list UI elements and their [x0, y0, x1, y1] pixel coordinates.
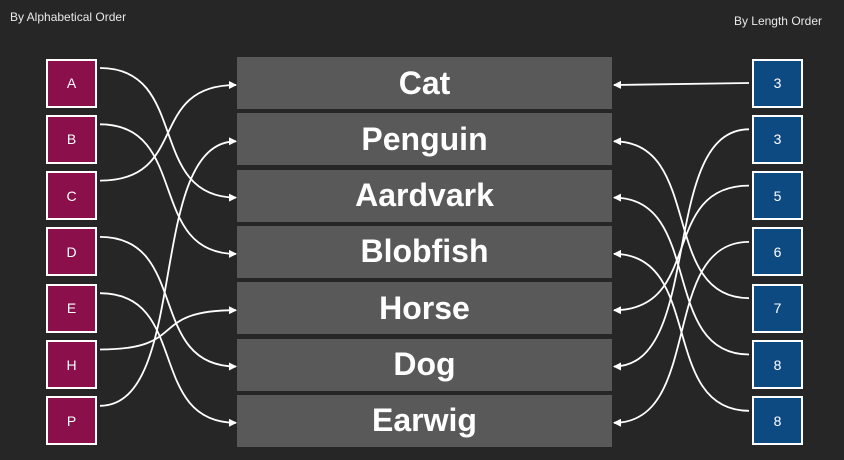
alphabetical-order-title: By Alphabetical Order	[10, 10, 127, 24]
connector-c-to-cat	[99, 81, 237, 182]
length-box-5: 7	[752, 283, 803, 333]
connector-length-6-to-aardvark	[613, 193, 750, 356]
letter-box-c: C	[46, 171, 97, 221]
word-penguin: Penguin	[237, 113, 612, 166]
letter-box-b: B	[46, 114, 97, 164]
connector-length-5-to-penguin	[613, 137, 750, 300]
word-blobfish: Blobfish	[237, 225, 612, 278]
letter-box-e: E	[46, 283, 97, 333]
length-box-7: 8	[752, 396, 803, 446]
word-earwig: Earwig	[237, 394, 612, 447]
word-dog: Dog	[237, 338, 612, 391]
connector-d-to-dog	[99, 236, 237, 371]
letter-box-p: P	[46, 396, 97, 446]
letter-box-h: H	[46, 340, 97, 389]
letter-box-d: D	[46, 227, 97, 277]
alphabetical-connectors	[99, 67, 237, 427]
connector-e-to-earwig	[99, 292, 237, 427]
connector-h-to-horse	[99, 306, 237, 351]
letter-box-a: A	[46, 58, 97, 108]
word-horse: Horse	[237, 282, 612, 335]
connector-length-7-to-blobfish	[613, 249, 750, 412]
length-box-4: 6	[752, 227, 803, 277]
length-box-6: 8	[752, 340, 803, 389]
length-box-1: 3	[752, 58, 803, 108]
length-box-3: 5	[752, 171, 803, 221]
connector-b-to-blobfish	[99, 123, 237, 258]
connector-length-1-to-cat	[613, 80, 750, 89]
length-connectors	[613, 80, 750, 427]
connector-length-3-to-horse	[613, 184, 750, 315]
connector-p-to-penguin	[99, 137, 237, 407]
length-box-2: 3	[752, 114, 803, 164]
length-order-title: By Length Order	[733, 14, 822, 28]
word-aardvark: Aardvark	[237, 169, 612, 222]
word-cat: Cat	[237, 57, 612, 109]
